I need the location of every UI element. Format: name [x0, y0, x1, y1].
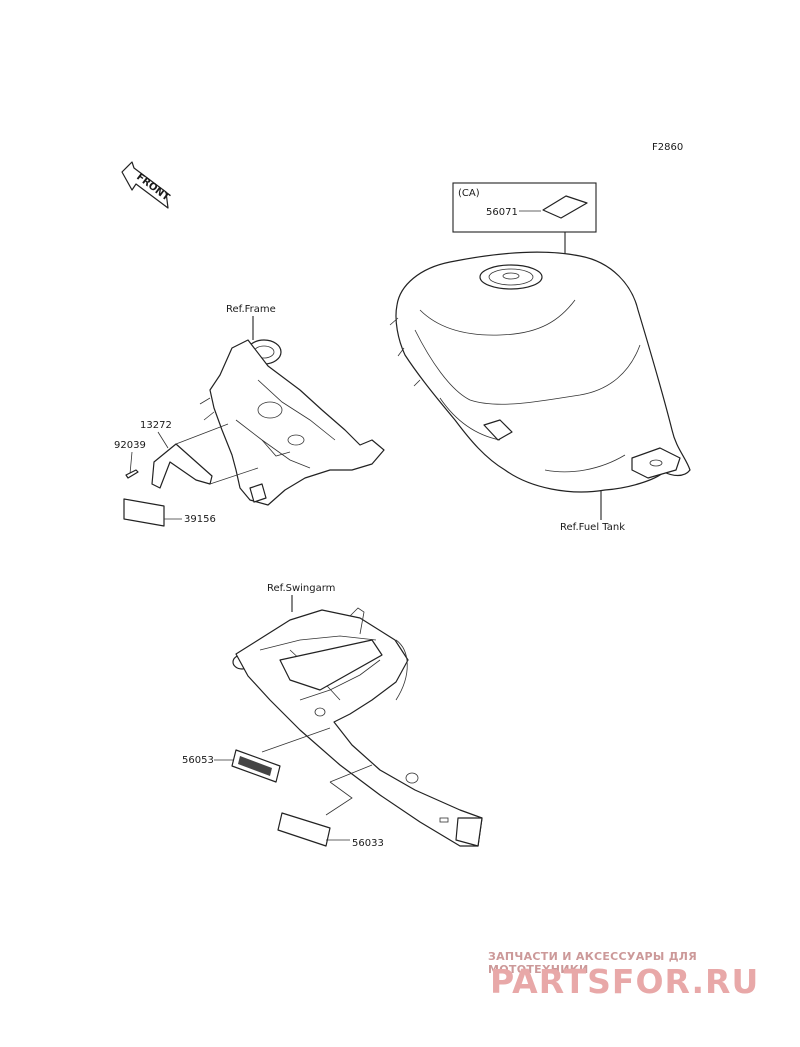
- part-number-56033: 56033: [352, 838, 384, 849]
- screw-92039: [125, 469, 139, 479]
- ref-frame-label: Ref.Frame: [226, 304, 276, 315]
- cover-13272: [151, 443, 213, 489]
- watermark-logo[interactable]: PARTSFOR.RU: [490, 962, 760, 1001]
- fuel-tank-drawing: Ref.Fuel Tank: [389, 251, 691, 533]
- frame-parts: 13272 92039 39156: [114, 420, 259, 527]
- label-decal-56071: [542, 195, 588, 219]
- ref-fuel-tank-label: Ref.Fuel Tank: [560, 522, 625, 533]
- diagram-code: F2860: [652, 142, 683, 153]
- part-number-39156: 39156: [184, 514, 216, 525]
- front-arrow-icon: FRONT: [121, 161, 171, 209]
- ref-swingarm-label: Ref.Swingarm: [267, 583, 335, 594]
- watermark-tagline: ЗАПЧАСТИ И АКСЕССУАРЫ ДЛЯ МОТОТЕХНИКИ: [488, 950, 698, 976]
- frame-drawing: Ref.Frame: [199, 304, 385, 506]
- part-number-13272: 13272: [140, 420, 172, 431]
- part-number-92039: 92039: [114, 440, 146, 451]
- swingarm-parts: 56053 56033: [182, 727, 384, 849]
- label-56033: [277, 812, 331, 847]
- ca-label: (CA): [458, 188, 480, 199]
- label-39156: [123, 498, 165, 527]
- swingarm-drawing: Ref.Swingarm: [232, 583, 483, 847]
- part-number-56071: 56071: [486, 207, 518, 218]
- part-number-56053: 56053: [182, 755, 214, 766]
